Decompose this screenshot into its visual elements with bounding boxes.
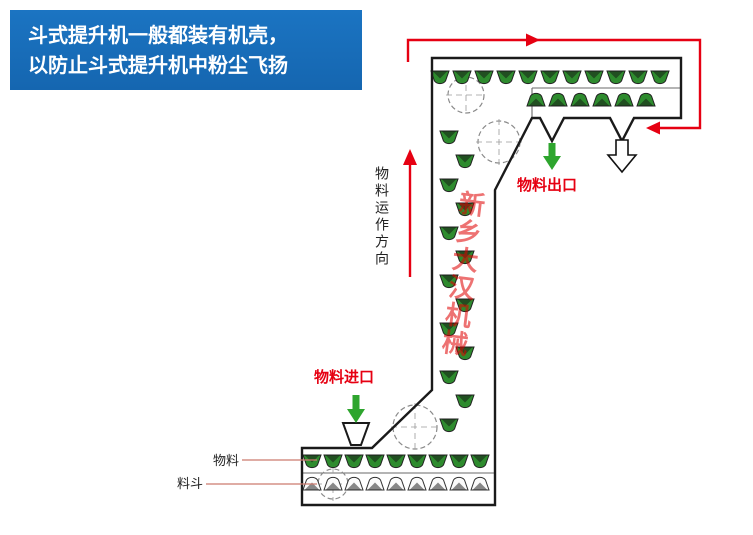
bucket	[455, 202, 475, 217]
bucket	[455, 250, 475, 265]
bucket	[439, 178, 459, 193]
bucket	[636, 92, 656, 107]
bucket	[430, 70, 450, 85]
bucket	[449, 454, 469, 469]
bucket	[496, 70, 516, 85]
bucket	[452, 70, 472, 85]
info-line-2: 以防止斗式提升机中粉尘飞扬	[28, 55, 288, 77]
bucket	[518, 70, 538, 85]
bucket	[455, 346, 475, 361]
bucket	[526, 92, 546, 107]
material-outlet-label: 物料出口	[517, 177, 578, 194]
hollow-outlet-arrow-icon	[606, 139, 638, 174]
flow-path-line	[406, 38, 702, 130]
bucket	[470, 454, 490, 469]
machine-outline	[300, 56, 683, 507]
bucket-chain	[302, 70, 670, 491]
pulley-bottom-transition	[391, 403, 439, 451]
bucket	[614, 92, 634, 107]
bucket	[455, 298, 475, 313]
bucket	[407, 476, 427, 491]
bucket	[570, 92, 590, 107]
info-box: 斗式提升机一般都装有机壳， 以防止斗式提升机中粉尘飞扬	[10, 10, 362, 90]
material-label: 物料	[213, 453, 240, 468]
outlet-arrow-icon	[543, 143, 561, 170]
bucket	[650, 70, 670, 85]
bucket	[592, 92, 612, 107]
bucket	[428, 476, 448, 491]
bucket	[439, 370, 459, 385]
bucket	[428, 454, 448, 469]
bucket	[302, 454, 322, 469]
bucket	[344, 476, 364, 491]
info-line-1: 斗式提升机一般都装有机壳，	[28, 25, 288, 47]
bucket	[455, 154, 475, 169]
pulley-top-transition	[476, 119, 522, 165]
bucket	[386, 454, 406, 469]
bucket	[344, 454, 364, 469]
bucket	[470, 476, 490, 491]
bucket	[540, 70, 560, 85]
bucket	[548, 92, 568, 107]
bucket	[365, 454, 385, 469]
bucket	[439, 322, 459, 337]
bucket-label: 料斗	[177, 476, 204, 491]
material-direction-label: 物料运作方向	[374, 166, 390, 268]
bucket	[439, 418, 459, 433]
direction-arrow-head-icon	[403, 149, 417, 165]
bucket	[455, 394, 475, 409]
bucket	[562, 70, 582, 85]
bucket	[386, 476, 406, 491]
bucket	[439, 274, 459, 289]
bucket	[628, 70, 648, 85]
bucket	[407, 454, 427, 469]
material-inlet-label: 物料进口	[314, 369, 375, 386]
bucket	[449, 476, 469, 491]
bucket	[606, 70, 626, 85]
bucket	[323, 454, 343, 469]
bucket	[439, 130, 459, 145]
inlet-funnel	[341, 422, 371, 446]
flow-arrow-right-icon	[526, 33, 540, 47]
bucket	[439, 226, 459, 241]
inlet-arrow-icon	[347, 395, 365, 423]
bucket	[584, 70, 604, 85]
bucket	[323, 476, 343, 491]
bucket	[474, 70, 494, 85]
bucket	[365, 476, 385, 491]
flow-arrow-left-icon	[646, 121, 660, 135]
